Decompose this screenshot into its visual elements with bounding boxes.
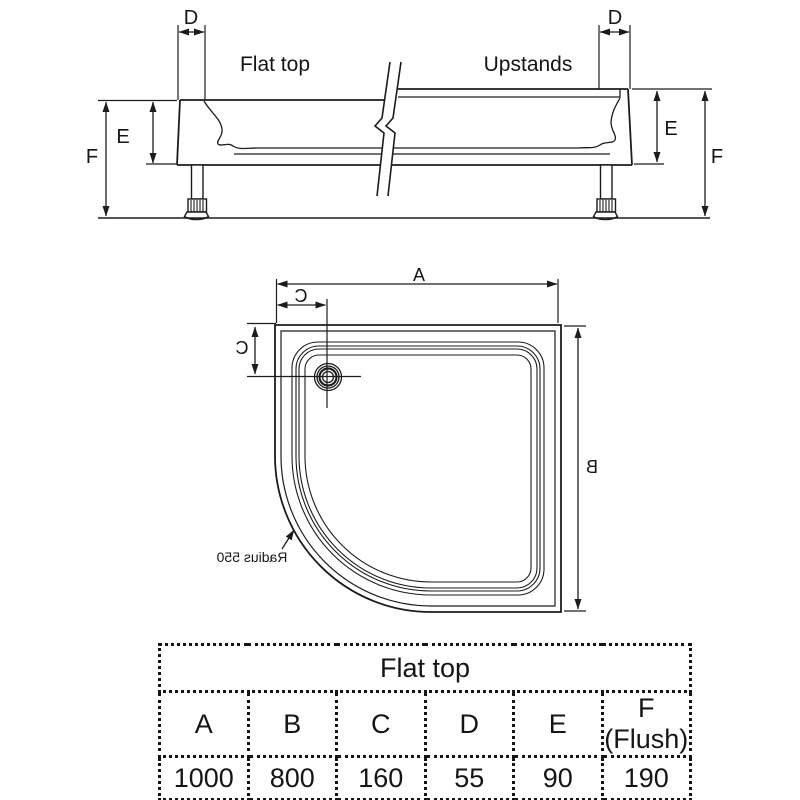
table-col-a: A (158, 690, 250, 758)
break-symbol (373, 61, 402, 197)
plan-basin-floor (304, 354, 532, 583)
plan-basin-walls (291, 341, 545, 596)
plan-outer-outline (274, 324, 562, 613)
table-value-e: 90 (512, 755, 604, 800)
dim-label-b: B (586, 457, 598, 477)
dim-label-a: A (413, 265, 425, 285)
dimensions-table: Flat top A B C D E F (Flush) 1000 800 16… (158, 643, 692, 800)
table-columns-row: A B C D E F (Flush) (158, 690, 692, 758)
right-foot (592, 164, 619, 221)
table-values-row: 1000 800 160 55 90 190 (158, 755, 692, 800)
plan-rim-line (280, 330, 556, 607)
plan-dimension-lines (251, 280, 582, 610)
radius-label: Radius 550 (216, 549, 287, 565)
dim-label-d-left: D (184, 7, 198, 29)
table-value-c: 160 (335, 755, 427, 800)
table-header-row: Flat top (158, 643, 692, 693)
left-foot (183, 164, 210, 221)
table-col-e: E (512, 690, 604, 758)
elevation-dimension-lines (102, 28, 709, 217)
dim-label-c-top: C (295, 286, 308, 306)
upstands-label: Upstands (484, 53, 573, 76)
dim-label-f-left: F (86, 146, 98, 168)
table-value-d: 55 (423, 755, 515, 800)
technical-drawing: D D Flat top Upstands E F E F (86, 7, 723, 613)
table-header-cell: Flat top (158, 643, 692, 693)
flat-top-label: Flat top (240, 53, 310, 76)
elevation-basin-profile (203, 97, 621, 155)
dim-label-f-right: F (711, 146, 723, 168)
table-col-d: D (423, 690, 515, 758)
plan-extension-lines (247, 279, 586, 612)
table-value-a: 1000 (158, 755, 250, 800)
table-value-b: 800 (246, 755, 338, 800)
dim-label-c-left: C (236, 338, 249, 358)
table-value-f: 190 (600, 755, 692, 800)
dim-label-d-right: D (608, 7, 622, 29)
table-col-c: C (335, 690, 427, 758)
table-col-f: F (Flush) (600, 690, 692, 758)
elevation-view: D D Flat top Upstands E F E F (86, 7, 723, 221)
elevation-upstand-underside (398, 89, 621, 98)
elevation-tray-outline (176, 88, 633, 166)
elevation-extension-lines (98, 25, 712, 165)
drain-crosshair (247, 299, 361, 408)
dim-label-e-left: E (116, 126, 129, 148)
table-col-b: B (246, 690, 338, 758)
dimensions-table-wrap: Flat top A B C D E F (Flush) 1000 800 16… (158, 643, 692, 800)
dim-label-e-right: E (664, 118, 677, 140)
plan-view: A C C B Radius 550 (216, 265, 598, 613)
